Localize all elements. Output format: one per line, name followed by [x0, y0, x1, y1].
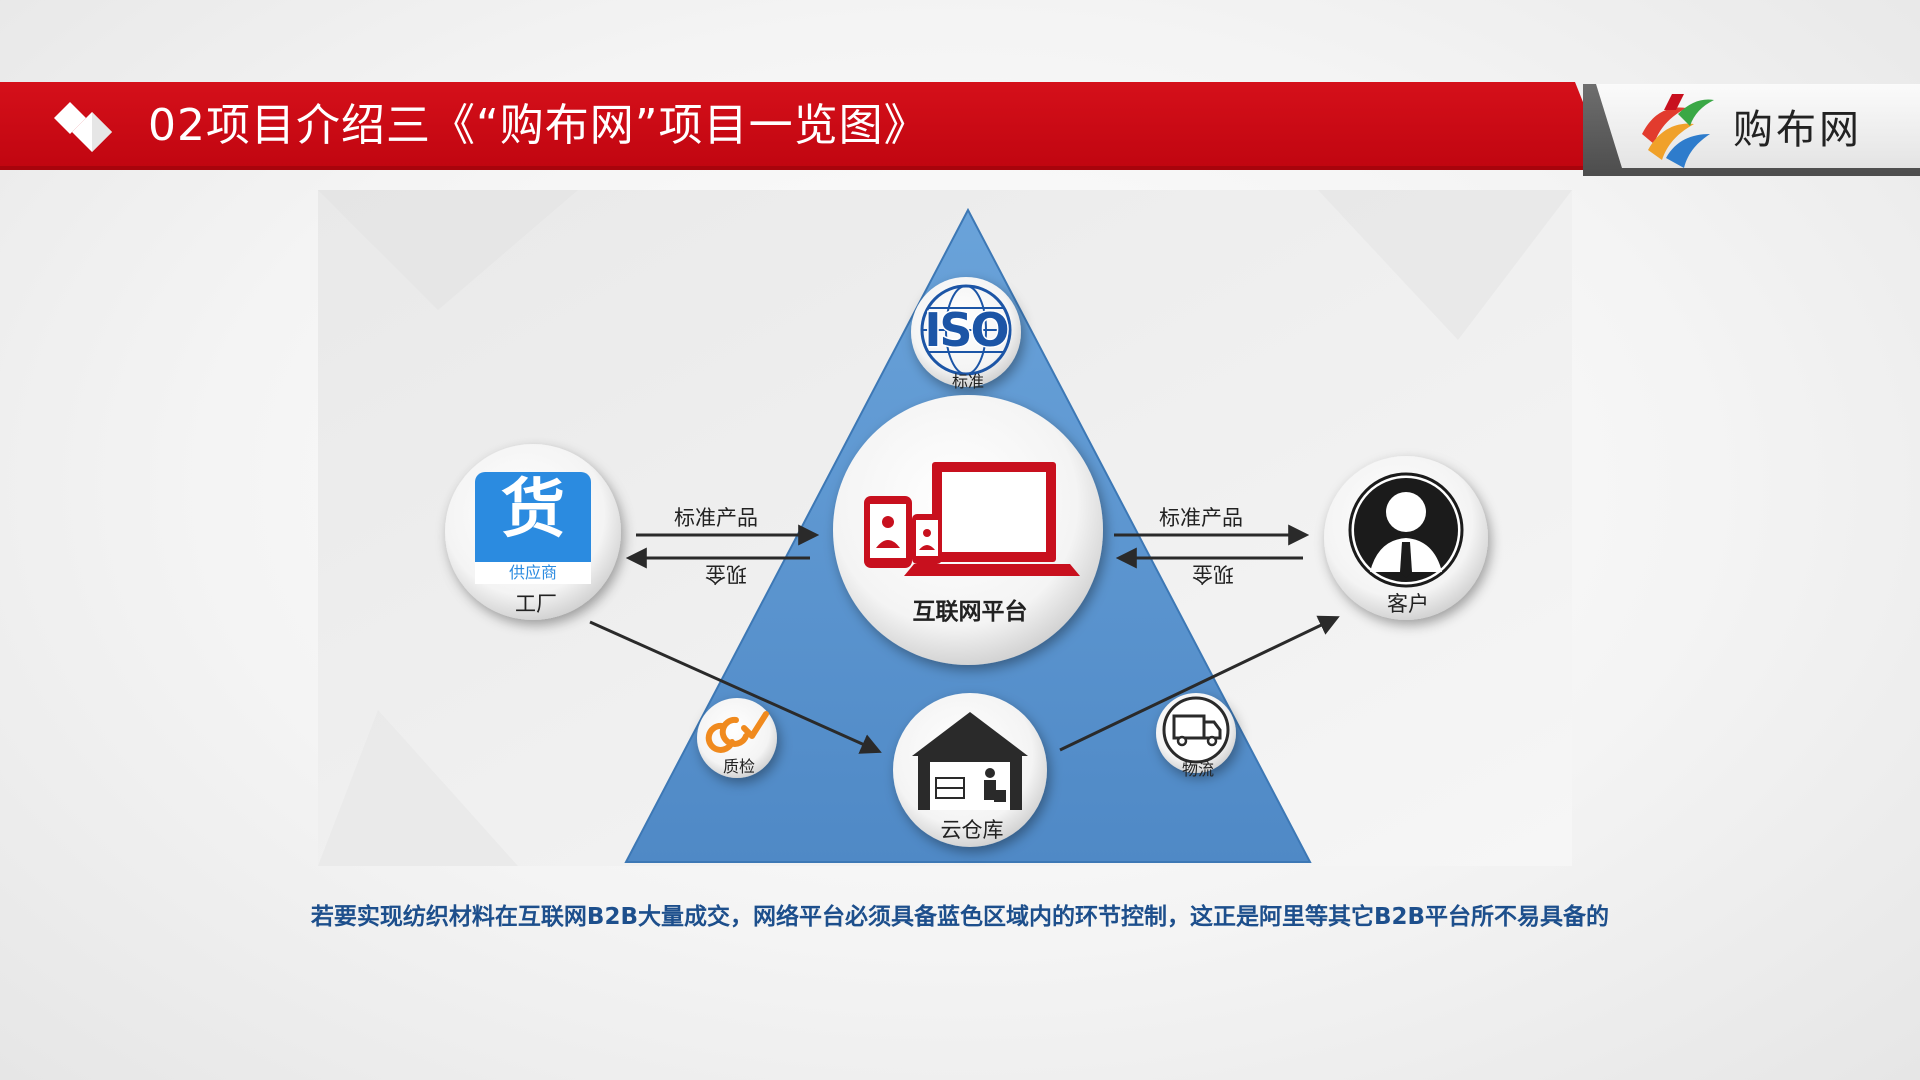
logistics-node	[1156, 693, 1236, 773]
supplier-app-icon	[475, 472, 591, 584]
logistics-label: 物流	[1181, 760, 1215, 779]
platform-node	[833, 395, 1103, 665]
supplier-app-glyph: 货	[501, 473, 565, 547]
iso-globe-icon: ISO	[920, 284, 1012, 376]
diamond-logo-icon	[54, 102, 112, 152]
arrow-factory-to-warehouse	[589, 620, 882, 754]
customer-label: 客户	[1387, 592, 1429, 616]
customer-node	[1324, 456, 1488, 620]
supplier-app-caption: 供应商	[508, 563, 558, 582]
diagram-canvas: ISO	[318, 190, 1572, 866]
arrow-warehouse-to-customer	[1059, 615, 1340, 752]
brand-logo-icon	[1642, 94, 1714, 168]
diagram-panel: ISO	[318, 190, 1572, 866]
factory-label: 工厂	[515, 592, 557, 616]
title-banner	[0, 82, 1610, 170]
slide-caption: 若要实现纺织材料在互联网B2B大量成交，网络平台必须具备蓝色区域内的环节控制，这…	[310, 904, 1610, 930]
truck-icon	[1162, 696, 1230, 764]
warehouse-node	[893, 693, 1047, 847]
arrow-label-customer-to-platform: 现金	[1192, 562, 1234, 586]
arrow-label-factory-to-platform: 标准产品	[674, 506, 758, 530]
warehouse-icon	[912, 712, 1028, 810]
platform-label: 互联网平台	[912, 598, 1028, 625]
arrow-label-platform-to-factory: 现金	[705, 562, 747, 586]
qc-label: 质检	[722, 757, 756, 776]
brand-name: 购布网	[1733, 107, 1862, 153]
page-title: 02项目介绍三《“购布网”项目一览图》	[148, 100, 929, 151]
iso-node: ISO	[911, 277, 1021, 387]
qc-check-icon	[705, 711, 769, 753]
user-avatar-icon	[1348, 472, 1464, 588]
factory-node	[445, 444, 621, 620]
svg-text:ISO: ISO	[924, 303, 1007, 357]
warehouse-label: 云仓库	[940, 818, 1004, 842]
arrow-label-platform-to-customer: 标准产品	[1159, 506, 1243, 530]
computer-phone-icon	[864, 462, 1080, 576]
qc-node	[697, 698, 777, 778]
iso-label: 标准	[951, 372, 985, 391]
